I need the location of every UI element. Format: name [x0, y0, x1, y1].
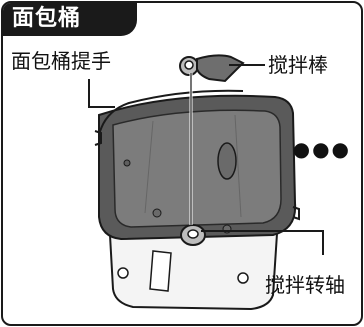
- more-dots-icon: ●●●: [292, 137, 351, 161]
- title-bar: 面包桶: [3, 3, 137, 36]
- left-clip: [94, 130, 102, 146]
- label-shaft: 搅拌转轴: [265, 273, 345, 297]
- pan-handle-wire: [98, 89, 244, 136]
- pan-base-slot: [149, 250, 172, 292]
- bread-pan-diagram: [88, 54, 324, 311]
- label-pan-handle: 面包桶提手: [11, 49, 111, 73]
- paddle-icon: [179, 54, 245, 83]
- card-title: 面包桶: [12, 6, 82, 31]
- leader-shaft: [201, 230, 324, 255]
- right-clip: [292, 206, 300, 221]
- label-paddle: 搅拌棒: [268, 53, 328, 77]
- pan-cavity: [112, 109, 282, 228]
- wall-vent: [217, 142, 237, 180]
- leader-handle: [88, 79, 115, 108]
